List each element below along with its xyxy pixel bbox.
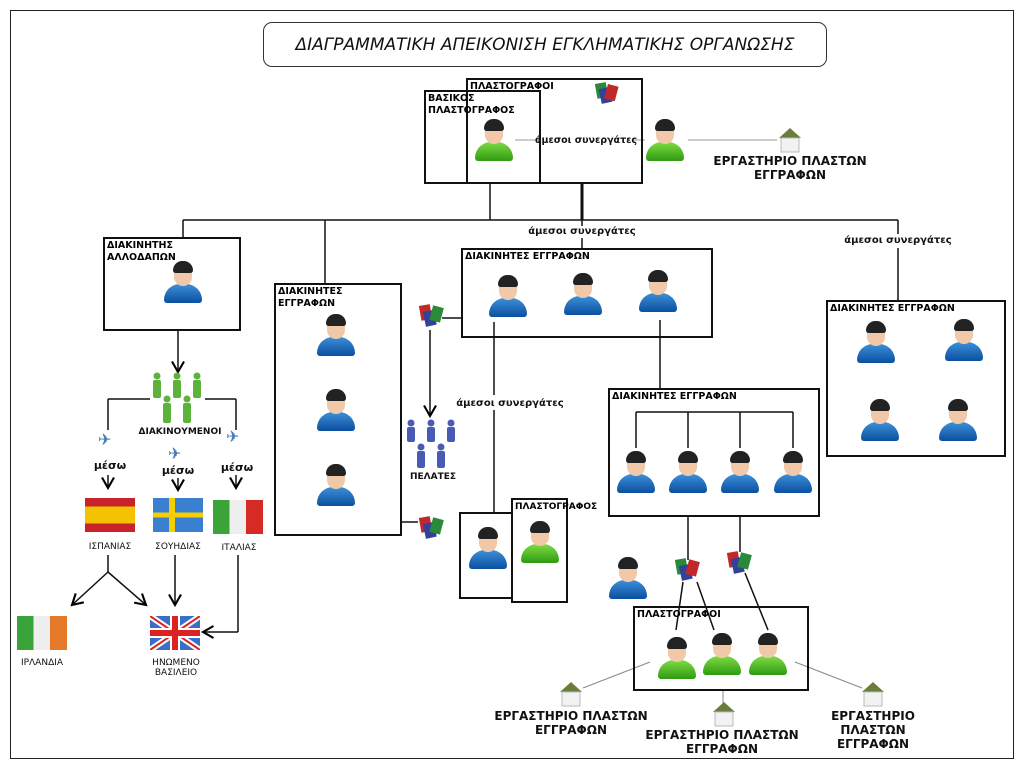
person-icon — [748, 633, 788, 675]
associates-label: άμεσοι συνεργάτες — [528, 226, 636, 237]
passport-icon — [418, 304, 444, 327]
country-label-uk: ΗΝΩΜΕΝΟ ΒΑΣΙΛΕΙΟ — [152, 658, 200, 678]
passport-icon — [594, 82, 619, 104]
person-icon — [520, 521, 560, 563]
workshop-label: ΕΡΓΑΣΤΗΡΙΟ ΠΛΑΣΤΩΝ ΕΓΓΡΑΦΩΝ — [831, 709, 915, 751]
person-icon — [638, 270, 678, 312]
document-dealers-lower-box: ΔΙΑΚΙΝΗΤΕΣ ΕΓΓΡΑΦΩΝ — [608, 388, 820, 517]
house-icon — [862, 682, 884, 707]
via-label: μέσω — [220, 461, 254, 474]
alien-smuggler-box: ΔΙΑΚΙΝΗΤΗΣ ΑΛΛΟΔΑΠΩΝ — [103, 237, 241, 331]
country-label-sweden: ΣΟΥΗΔΙΑΣ — [155, 542, 201, 552]
document-dealers-left-box: ΔΙΑΚΙΝΗΤΕΣ ΕΓΓΡΑΦΩΝ — [274, 283, 402, 536]
associates-label: άμεσοι συνεργάτες — [456, 398, 564, 409]
airplane-icon: ✈ — [226, 427, 240, 446]
person-icon — [616, 451, 656, 493]
associates-label: άμεσοι συνεργάτες — [534, 135, 638, 146]
country-label-ireland: ΙΡΛΑΝΔΙΑ — [20, 658, 64, 668]
house-icon — [713, 702, 735, 727]
country-label-italy: ΙΤΑΛΙΑΣ — [221, 543, 257, 553]
airplane-icon: ✈ — [168, 444, 182, 463]
person-icon — [657, 637, 697, 679]
workshop-label: ΕΡΓΑΣΤΗΡΙΟ ΠΛΑΣΤΩΝ ΕΓΓΡΑΦΩΝ — [713, 154, 867, 182]
forgers-bottom-box: ΠΛΑΣΤΟΓΡΑΦΟΙ — [633, 606, 809, 691]
passport-icon — [674, 558, 700, 581]
via-label: μέσω — [161, 464, 195, 477]
airplane-icon: ✈ — [98, 430, 112, 449]
house-icon — [560, 682, 582, 707]
person-icon — [316, 389, 356, 431]
person-icon — [488, 275, 528, 317]
person-icon — [468, 527, 508, 569]
uk-flag-icon — [150, 616, 200, 650]
passport-icon — [726, 551, 752, 574]
main-forger-box: ΒΑΣΙΚΟΣ ΠΛΑΣΤΟΓΡΑΦΟΣ — [424, 90, 541, 184]
person-icon — [938, 399, 978, 441]
person-icon — [720, 451, 760, 493]
passport-icon — [418, 516, 444, 539]
outer-frame — [10, 10, 1014, 759]
forgers-top-box: ΠΛΑΣΤΟΓΡΑΦΟΙ — [466, 78, 643, 184]
person-icon — [702, 633, 742, 675]
workshop-label: ΕΡΓΑΣΤΗΡΙΟ ΠΛΑΣΤΩΝ ΕΓΓΡΑΦΩΝ — [645, 728, 799, 756]
sweden-flag-icon — [153, 498, 203, 532]
document-dealers-middle-box: ΔΙΑΚΙΝΗΤΕΣ ΕΓΓΡΑΦΩΝ — [461, 248, 713, 338]
person-icon — [856, 321, 896, 363]
clients-group-icon — [407, 419, 455, 468]
person-icon — [944, 319, 984, 361]
smuggled-group-icon — [153, 372, 201, 423]
spain-flag-icon — [85, 498, 135, 532]
document-dealers-right-box: ΔΙΑΚΙΝΗΤΕΣ ΕΓΓΡΑΦΩΝ — [826, 300, 1006, 457]
person-icon — [474, 119, 514, 161]
person-icon — [316, 314, 356, 356]
associates-label: άμεσοι συνεργάτες — [844, 235, 952, 246]
italy-flag-icon — [213, 500, 263, 534]
forger-single-box: ΠΛΑΣΤΟΓΡΑΦΟΣ — [511, 498, 597, 603]
person-icon — [163, 261, 203, 303]
person-icon — [645, 119, 685, 161]
ireland-flag-icon — [17, 616, 67, 650]
house-icon — [779, 128, 801, 153]
smuggled-label: ΔΙΑΚΙΝΟΥΜΕΝΟΙ — [138, 427, 222, 437]
diagram-title: ΔΙΑΓΡΑΜΜΑΤΙΚΗ ΑΠΕΙΚΟΝΙΣΗ ΕΓΚΛΗΜΑΤΙΚΗΣ ΟΡ… — [263, 22, 827, 67]
country-label-spain: ΙΣΠΑΝΙΑΣ — [88, 542, 132, 552]
person-icon — [668, 451, 708, 493]
person-icon — [563, 273, 603, 315]
workshop-label: ΕΡΓΑΣΤΗΡΙΟ ΠΛΑΣΤΩΝ ΕΓΓΡΑΦΩΝ — [494, 709, 648, 737]
person-icon — [316, 464, 356, 506]
clients-label: ΠΕΛΑΤΕΣ — [409, 472, 457, 482]
person-icon — [773, 451, 813, 493]
person-icon — [860, 399, 900, 441]
via-label: μέσω — [93, 459, 127, 472]
person-icon — [608, 557, 648, 599]
